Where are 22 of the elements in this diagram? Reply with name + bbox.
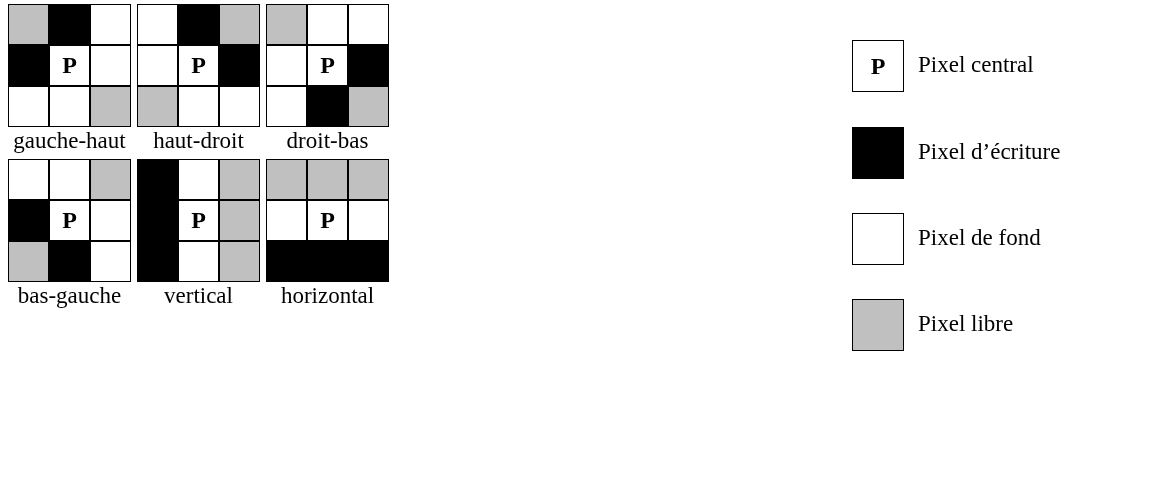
legend-label: Pixel central <box>918 52 1034 78</box>
grid-caption: horizontal <box>279 283 376 309</box>
pixel-grid <box>8 159 131 282</box>
center-pixel-cell: P <box>49 45 90 86</box>
center-pixel-cell: P <box>178 200 219 241</box>
pixel-grid <box>266 159 389 282</box>
center-pixel-cell: P <box>49 200 90 241</box>
legend-label: Pixel d’écriture <box>918 139 1061 165</box>
pixel-grid <box>137 159 260 282</box>
pixel-grid <box>266 4 389 127</box>
legend-label: Pixel de fond <box>918 225 1041 251</box>
center-pixel-sample: P <box>852 40 904 92</box>
grid-caption: droit-bas <box>285 128 370 154</box>
pixel-grid <box>137 4 260 127</box>
grid-caption: bas-gauche <box>16 283 123 309</box>
legend-label: Pixel libre <box>918 311 1014 337</box>
grid-caption: vertical <box>163 283 234 309</box>
grid-caption: gauche-haut <box>12 128 127 154</box>
center-pixel-cell: P <box>178 45 219 86</box>
center-pixel-cell: P <box>307 200 348 241</box>
pixel-grid <box>8 4 131 127</box>
center-pixel-cell: P <box>307 45 348 86</box>
